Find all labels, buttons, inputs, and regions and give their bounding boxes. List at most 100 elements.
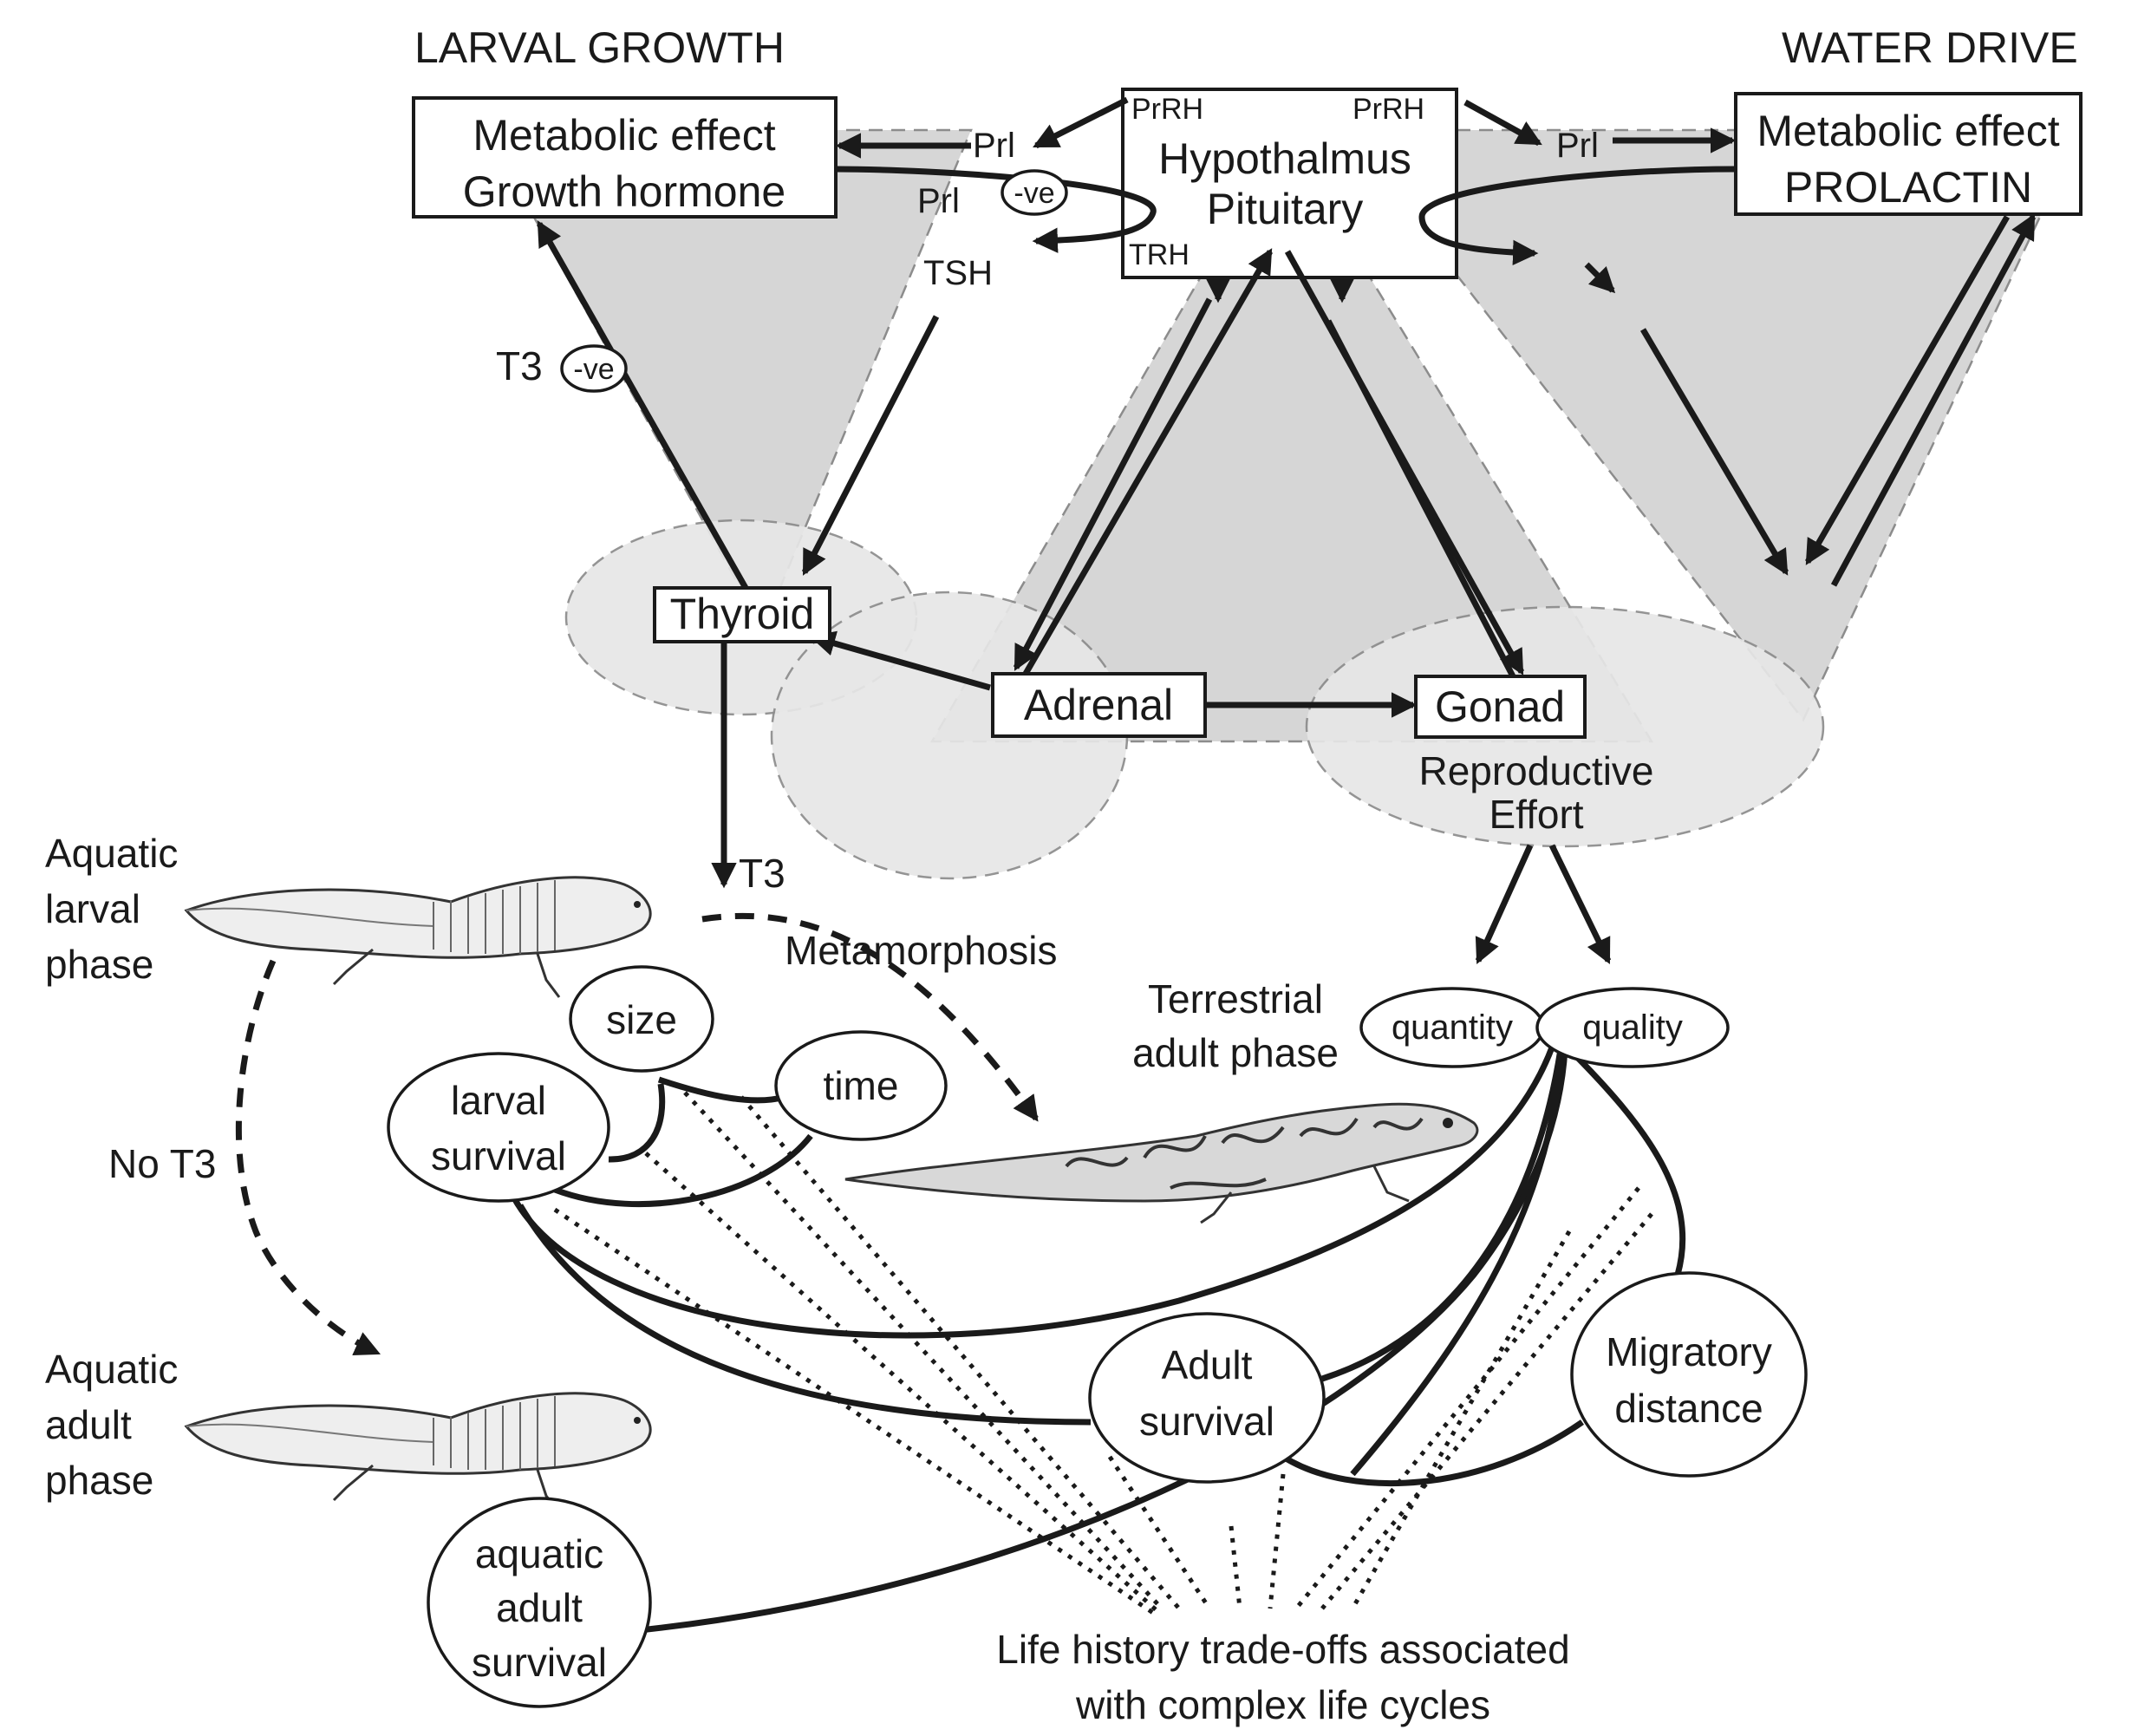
prrh-right-label: PrRH [1353, 93, 1424, 126]
aquatic-adult-line2: adult [45, 1402, 132, 1447]
negative-feedback-badge-t3: -ve [560, 344, 628, 393]
dot-from-time [740, 1095, 1181, 1610]
trait-quantity-label: quantity [1392, 1008, 1513, 1047]
axis-arrows [536, 213, 2037, 965]
effort-to-quantity-arrow [1475, 844, 1534, 965]
trait-migratory-distance: Migratory distance [1570, 1271, 1808, 1478]
hormone-arrows [835, 96, 1737, 303]
prl-left-top-label: Prl [973, 127, 1015, 165]
prl-right-label: Prl [1556, 127, 1599, 165]
metamorphosis-dashed-arrow [701, 912, 1039, 1122]
trait-size: size [569, 965, 714, 1073]
water-drive-to-prolactin-arrow [1830, 213, 2037, 587]
larval-growth-heading: LARVAL GROWTH [414, 23, 785, 72]
aquatic-adult-line3: phase [45, 1458, 153, 1503]
trait-aquatic-adult-line1: aquatic [475, 1531, 603, 1576]
trait-larval-survival-line1: larval [451, 1078, 546, 1123]
trait-adult-survival-line1: Adult [1162, 1342, 1253, 1387]
tsh-label: TSH [923, 254, 993, 292]
central-triangle-shade [929, 132, 1654, 743]
trait-adult-survival: Adult survival [1088, 1312, 1326, 1484]
prolactin-feedback-loop [1418, 166, 1737, 265]
thyroid-label: Thyroid [670, 590, 815, 638]
trade-off-links [510, 1046, 1686, 1634]
dot-to-center [1229, 1525, 1242, 1609]
gonad-to-pituitary-arrow [1325, 319, 1516, 678]
prolactin-line1: Metabolic effect [1757, 107, 2059, 155]
water-drive-heading: WATER DRIVE [1782, 23, 2078, 72]
tsh-to-thyroid-arrow [801, 315, 940, 576]
gonad-box: Gonad [1414, 675, 1587, 739]
hypothalamus-line1: Hypothalmus [1158, 134, 1411, 183]
aquatic-larval-line1: Aquatic [45, 831, 178, 876]
caption-line1: Life history trade-offs associated [996, 1627, 1569, 1672]
trait-quality-label: quality [1582, 1008, 1683, 1047]
prolactin-down-arrow [1804, 215, 2011, 565]
hypothalamus-box: Hypothalmus Pituitary PrRH PrRH TRH [1121, 88, 1458, 279]
t3-lower-label: T3 [739, 851, 785, 896]
dot-from-migratory-a [1294, 1186, 1640, 1610]
negative-feedback-badge-top: -ve [1001, 169, 1068, 216]
growth-hormone-line1: Metabolic effect [473, 111, 775, 160]
size-larval-survival-link [608, 1083, 666, 1163]
prl-left-mid-label: Prl [917, 182, 960, 220]
larval-survival-adult-survival-link [517, 1204, 1092, 1426]
aquatic-larval-line3: phase [45, 942, 153, 987]
trait-larval-survival-line2: survival [431, 1133, 566, 1178]
trait-larval-survival: larval survival [387, 1052, 610, 1203]
trh-label: TRH [1129, 238, 1190, 271]
size-time-link [657, 1076, 785, 1104]
adult-survival-migratory-link [1281, 1419, 1584, 1487]
trait-adult-survival-line2: survival [1139, 1399, 1274, 1444]
prolactin-dash-arrow [1584, 262, 1616, 294]
terrestrial-line2: adult phase [1132, 1030, 1339, 1075]
thyroid-to-growth-hormone-t3-arrow [536, 220, 749, 590]
pituitary-to-adrenal-arrow [1013, 297, 1213, 671]
trait-quality: quality [1535, 987, 1730, 1068]
larval-survival-quantity-link [510, 1046, 1555, 1339]
hypothalamus-line2: Pituitary [1207, 185, 1364, 233]
adrenal-to-thyroid-arrow [809, 630, 991, 691]
prolactin-box: Metabolic effect PROLACTIN [1734, 92, 2083, 216]
dot-from-larval-survival [644, 1152, 1159, 1613]
neg-t3-label: -ve [573, 353, 614, 386]
neg-top-label: -ve [1014, 177, 1054, 210]
caption-line2: with complex life cycles [1075, 1682, 1490, 1727]
growth-hormone-box: Metabolic effect Growth hormone [412, 96, 838, 219]
larval-salamander-image [184, 876, 652, 998]
gonad-label: Gonad [1435, 682, 1565, 731]
prrh-to-prl-right-arrow [1463, 99, 1542, 147]
prrh-to-prl-left-arrow [1033, 96, 1129, 149]
trait-migratory-line1: Migratory [1606, 1329, 1772, 1374]
t3-upper-label: T3 [496, 343, 543, 388]
no-t3-label: No T3 [108, 1141, 216, 1186]
trait-migratory-line2: distance [1614, 1386, 1763, 1431]
aquatic-adult-line1: Aquatic [45, 1347, 178, 1392]
metamorphosis-label: Metamorphosis [785, 928, 1057, 973]
trait-aquatic-adult-line2: adult [496, 1585, 583, 1630]
time-larval-survival-link [553, 1133, 813, 1208]
prolactin-line2: PROLACTIN [1784, 163, 2032, 212]
quality-caption-link [1350, 1050, 1564, 1477]
dot-from-migratory-b [1320, 1212, 1653, 1610]
dot-from-larval-low [553, 1207, 1155, 1615]
adrenal-box: Adrenal [991, 672, 1207, 738]
thyroid-box: Thyroid [653, 586, 831, 643]
adrenal-label: Adrenal [1024, 681, 1173, 729]
terrestrial-line1: Terrestrial [1148, 976, 1323, 1021]
adrenal-to-pituitary-arrow [1020, 248, 1274, 680]
trait-aquatic-adult-survival: aquatic adult survival [427, 1497, 652, 1708]
effort-to-quality-arrow [1548, 844, 1612, 964]
reproductive-effort-line1: Reproductive [1418, 748, 1653, 793]
dotted-convergence [553, 1091, 1653, 1615]
aquatic-larval-line2: larval [45, 886, 140, 931]
trait-aquatic-adult-line3: survival [472, 1640, 607, 1685]
prrh-left-label: PrRH [1131, 93, 1203, 126]
dot-from-size [683, 1091, 1163, 1610]
trait-size-label: size [606, 997, 677, 1042]
quality-migratory-link [1567, 1047, 1686, 1276]
trait-time: time [774, 1030, 948, 1141]
growth-hormone-feedback-loop [835, 166, 1157, 253]
